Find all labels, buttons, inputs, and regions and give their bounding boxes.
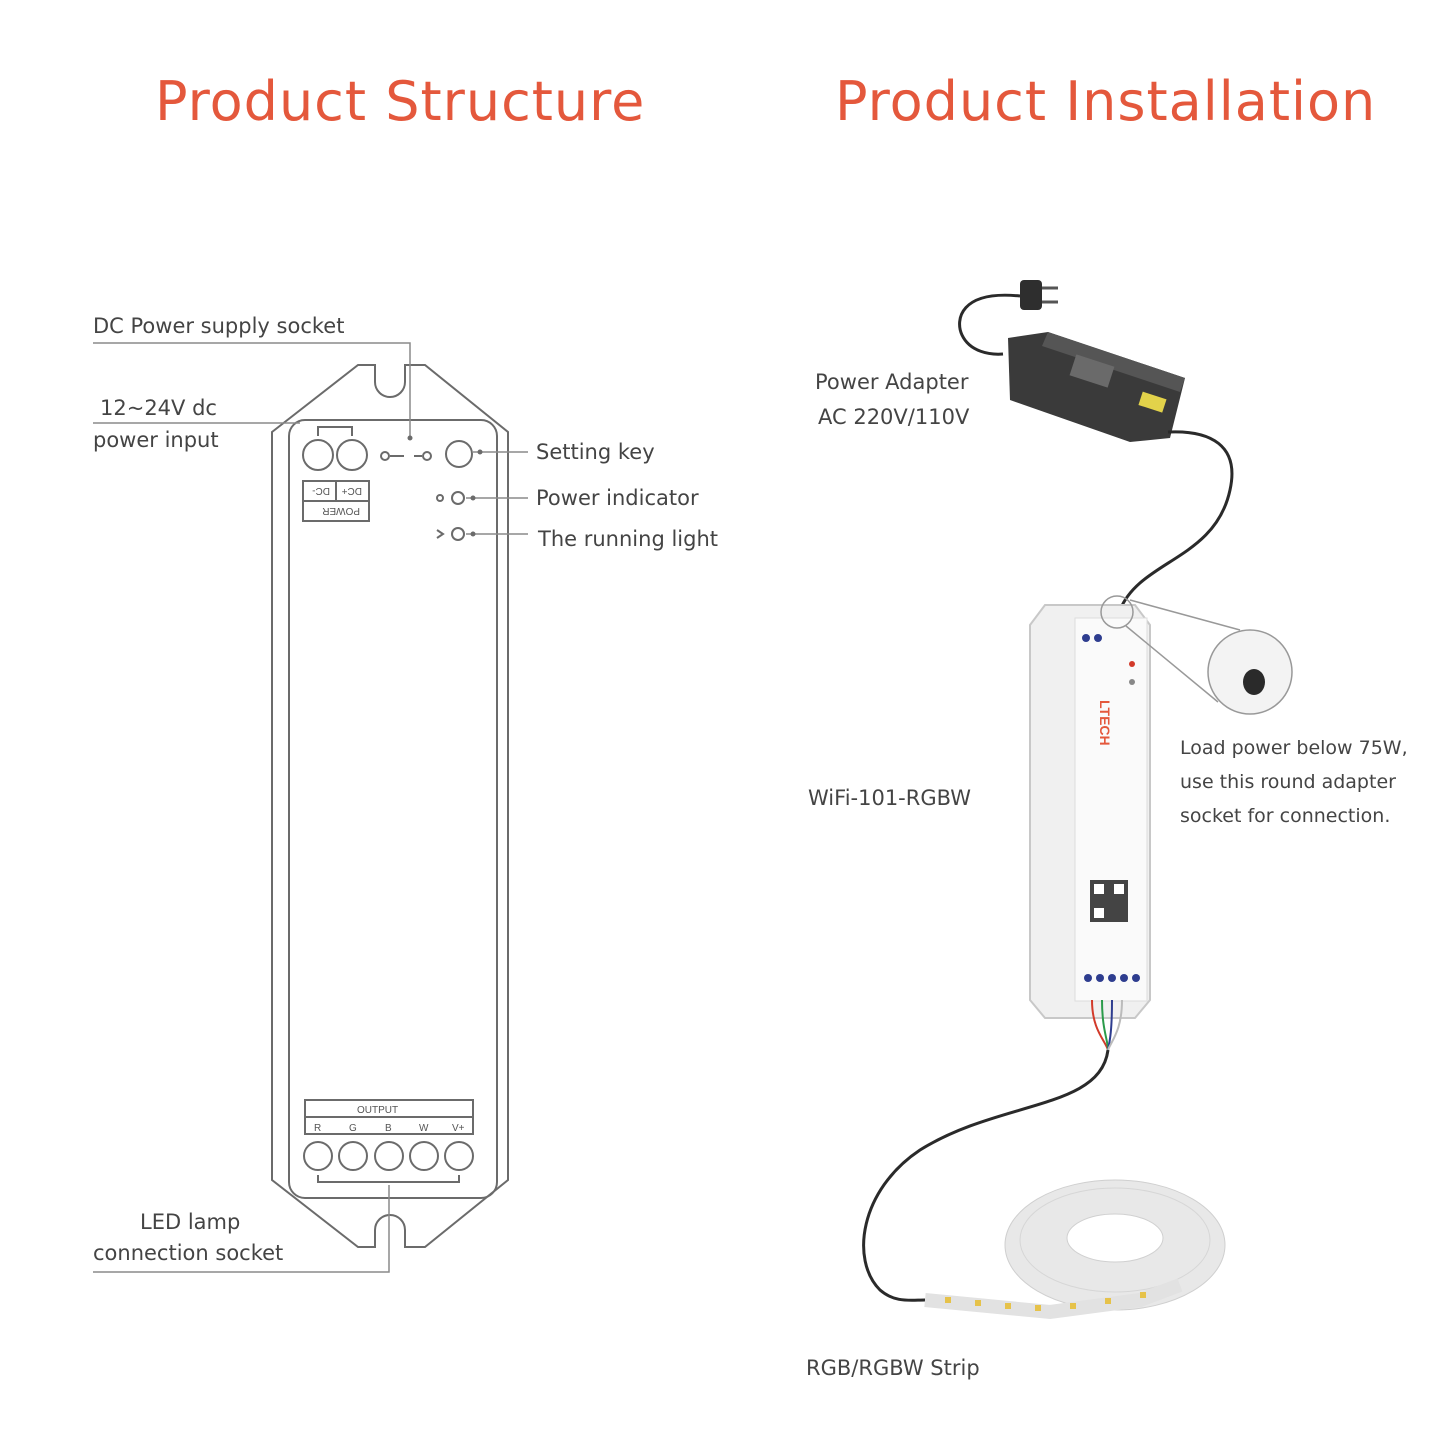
- load-note-line-3: socket for connection.: [1180, 805, 1391, 827]
- output-socket-g: [338, 1141, 368, 1171]
- strip-label: RGB/RGBW Strip: [806, 1356, 980, 1380]
- ac-plug: [1020, 280, 1058, 310]
- power-caption: POWER: [322, 505, 360, 516]
- output-caption: OUTPUT: [357, 1105, 398, 1116]
- load-note-line-2: use this round adapter: [1180, 771, 1396, 793]
- adapter-voltage-label: AC 220V/110V: [818, 405, 970, 429]
- dc-power-socket-label: DC Power supply socket: [93, 314, 345, 338]
- socket-magnifier: [1100, 595, 1293, 715]
- dc-plus-label: DC+: [342, 485, 362, 496]
- power-adapter-label: Power Adapter: [815, 370, 969, 394]
- load-note-line-1: Load power below 75W,: [1180, 737, 1408, 759]
- output-socket-vplus: [444, 1141, 474, 1171]
- setting-key-button: [445, 440, 473, 468]
- terminal-g: G: [349, 1123, 357, 1134]
- terminal-vplus: V+: [452, 1123, 465, 1134]
- output-socket-r: [303, 1141, 333, 1171]
- power-indicator-led: [451, 491, 465, 505]
- controller-model-label: WiFi-101-RGBW: [808, 786, 972, 810]
- output-socket-b: [374, 1141, 404, 1171]
- led-socket-label-1: LED lamp: [140, 1210, 241, 1234]
- output-socket-w: [409, 1141, 439, 1171]
- inner-board: [288, 419, 498, 1199]
- product-structure-title: Product Structure: [155, 70, 646, 133]
- terminal-r: R: [314, 1123, 321, 1134]
- running-light-led: [451, 527, 465, 541]
- dc-minus-socket: [302, 439, 334, 471]
- brand-label: LTECH: [1097, 700, 1113, 746]
- led-socket-label-2: connection socket: [93, 1241, 284, 1265]
- dc-plus-socket: [336, 439, 368, 471]
- running-light-label: The running light: [538, 527, 718, 551]
- product-installation-title: Product Installation: [835, 70, 1377, 133]
- power-adapter: [1008, 332, 1185, 442]
- terminal-w: W: [419, 1123, 429, 1134]
- controller-unit: LTECH: [1029, 604, 1151, 1019]
- terminal-b: B: [385, 1123, 392, 1134]
- power-input-label-1: 12~24V dc: [100, 396, 217, 420]
- power-input-label-2: power input: [93, 428, 219, 452]
- dc-minus-label: DC-: [312, 485, 330, 496]
- housing-outline: [271, 364, 509, 1248]
- setting-key-label: Setting key: [536, 440, 655, 464]
- led-strip-reel: [924, 1179, 1226, 1320]
- power-indicator-label: Power indicator: [536, 486, 699, 510]
